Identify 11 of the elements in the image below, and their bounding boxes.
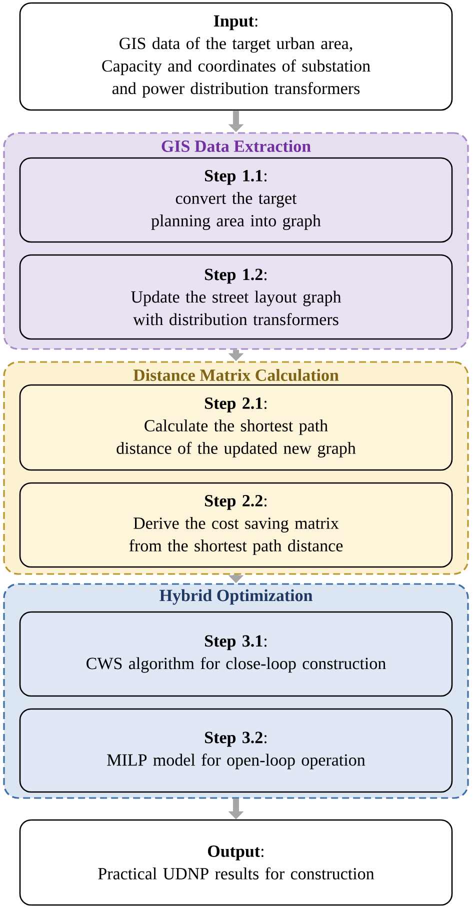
- step-box: Step 2.2: Derive the cost saving matrix from the shortest path distance: [19, 482, 453, 568]
- step-box: Step 3.2: MILP model for open-loop operation: [19, 708, 453, 793]
- process-box: Output: Practical UDNP results for construction: [19, 819, 453, 906]
- step-box: Step 3.1: CWS algorithm for close-loop construction: [19, 611, 453, 697]
- group-title: GIS Data Extraction: [162, 140, 311, 152]
- process-box: Input: GIS data of the target urban area, Capacity and coordinates of substation and power distribution transformers: [19, 2, 453, 111]
- step-box: Step 1.1: convert the target planning area into graph: [19, 157, 453, 243]
- group-title: Hybrid Optimization: [160, 589, 312, 605]
- step-box: Step 1.2: Update the street layout graph with distribution transformers: [19, 254, 453, 340]
- step-box: Step 2.1: Calculate the shortest path distance of the updated new graph: [19, 384, 453, 471]
- group-title: Distance Matrix Calculation: [133, 369, 339, 381]
